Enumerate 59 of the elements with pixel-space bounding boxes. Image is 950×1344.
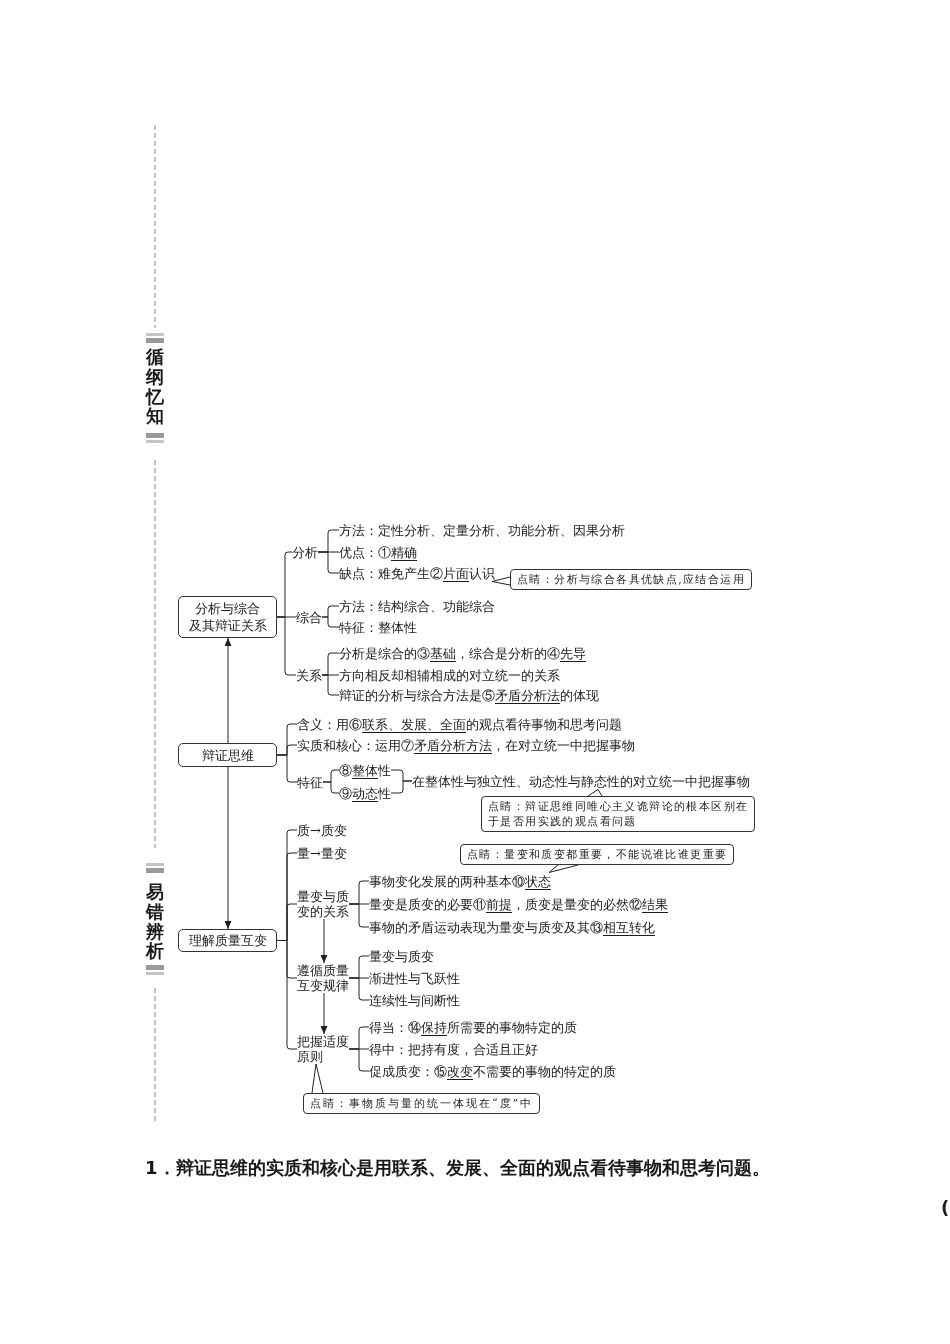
branch-label: ⑨动态性 [339, 784, 391, 802]
topic-box: 辩证思维 [178, 743, 277, 767]
topic-box: 分析与综合及其辩证关系 [178, 596, 277, 638]
leaf-text: 质→质变 [297, 821, 347, 839]
leaf-text: 渐进性与飞跃性 [369, 969, 460, 987]
bracket-line [390, 780, 413, 794]
leaf-text: 特征：整体性 [339, 618, 417, 636]
leaf-text: 实质和核心：运用⑦矛盾分析方法，在对立统一中把握事物 [297, 736, 635, 754]
branch-label: 综合 [296, 608, 322, 626]
leaf-text: 含义：用⑥联系、发展、全面的观点看待事物和思考问题 [297, 715, 622, 733]
callout-pointer [311, 1063, 324, 1094]
bracket-line [317, 551, 340, 574]
tip-callout: 点睛：事物质与量的统一体现在“度”中 [303, 1093, 541, 1114]
tip-callout: 点睛：分析与综合各具优缺点,应结合运用 [510, 569, 753, 590]
section-label: 循纲忆知 [146, 347, 164, 427]
branch-label: 把握适度原则 [297, 1034, 349, 1064]
bracket-line [321, 674, 340, 696]
leaf-text: 优点：①精确 [339, 543, 417, 561]
leaf-text: 方法：结构综合、功能综合 [339, 597, 495, 615]
branch-label: 遵循质量互变规律 [297, 963, 349, 993]
branch-label: 分析 [292, 543, 318, 561]
topic-box: 理解质量互变 [178, 929, 277, 952]
bracket-line [322, 781, 340, 794]
leaf-text: 分析是综合的③基础，综合是分析的④先导 [339, 644, 586, 662]
arrow [224, 766, 232, 930]
leaf-text: 事物的矛盾运动表现为量变与质变及其⑬相互转化 [369, 918, 655, 936]
branch-label: 关系 [296, 666, 322, 684]
leaf-text: 方法：定性分析、定量分析、功能分析、因果分析 [339, 521, 625, 539]
branch-label: ⑧整体性 [339, 761, 391, 779]
leaf-text: 得中：把持有度，合适且正好 [369, 1040, 538, 1058]
leaf-text: 量→量变 [297, 844, 347, 862]
leaf-text: 得当：⑭保持所需要的事物特定的质 [369, 1018, 577, 1036]
arrow [320, 992, 328, 1035]
bracket-line [348, 1048, 370, 1072]
bracket-line [348, 903, 370, 928]
callout-pointer [548, 864, 579, 873]
leaf-text: 方向相反却相辅相成的对立统一的关系 [339, 666, 560, 684]
leaf-text: 量变与质变 [369, 947, 434, 965]
bracket-line [321, 616, 340, 628]
arrow [224, 637, 232, 744]
leaf-text: 在整体性与独立性、动态性与静态性的对立统一中把握事物 [412, 772, 750, 790]
leaf-text: 连续性与间断性 [369, 991, 460, 1009]
bracket-line [276, 616, 297, 676]
tip-callout: 点睛：辩证思维同唯心主义诡辩论的根本区别在于是否用实践的观点看问题 [481, 796, 756, 832]
branch-label: 量变与质变的关系 [297, 889, 349, 919]
arrow [320, 918, 328, 964]
tip-callout: 点睛：量变和质变都重要，不能说谁比谁更重要 [460, 844, 735, 865]
branch-label: 特征 [297, 773, 323, 791]
bracket-line [276, 754, 298, 783]
callout-pointer [587, 789, 603, 797]
leaf-text: 辩证的分析与综合方法是⑤矛盾分析法的体现 [339, 686, 599, 704]
leaf-text: 缺点：难免产生②片面认识 [339, 564, 495, 582]
leaf-text: 量变是质变的必要⑪前提，质变是量变的必然⑫结果 [369, 895, 668, 913]
leaf-text: 事物变化发展的两种基本⑩状态 [369, 872, 551, 890]
answer-parenthesis: ( [941, 1197, 950, 1219]
question-text: 1．辩证思维的实质和核心是用联系、发展、全面的观点看待事物和思考问题。 [145, 1157, 770, 1179]
callout-pointer [491, 576, 511, 586]
bracket-line [348, 977, 370, 1001]
leaf-text: 促成质变：⑮改变不需要的事物的特定的质 [369, 1062, 616, 1080]
